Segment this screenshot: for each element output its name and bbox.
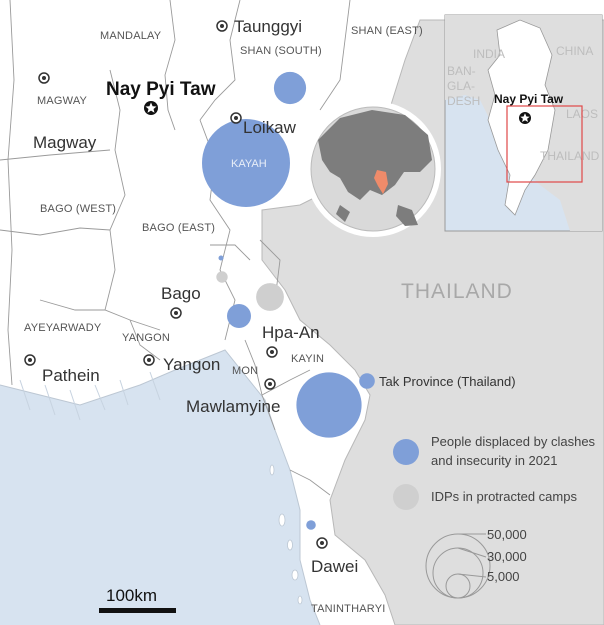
- bubble-displaced-8: [306, 520, 316, 530]
- region-mandalay: MANDALAY: [100, 30, 162, 42]
- bubble-protracted-3: [216, 271, 228, 283]
- bubble-displaced-5: [227, 304, 251, 328]
- city-hpa-an: Hpa-An: [262, 323, 320, 342]
- city-magway: Magway: [33, 133, 97, 152]
- capital-label: Nay Pyi Taw: [106, 79, 216, 100]
- region-mon: MON: [232, 365, 258, 377]
- city-marker-bago: [170, 307, 182, 319]
- city-taunggyi: Taunggyi: [234, 17, 302, 36]
- inset-bangladesh-label-2: GLA-: [447, 79, 475, 93]
- bubble-displaced-2: [218, 255, 224, 261]
- legend-size-5000: 5,000: [487, 569, 520, 584]
- legend: People displaced by clashes and insecuri…: [393, 434, 596, 599]
- bubble-layer: [202, 71, 375, 530]
- legend-size-50000: 50,000: [487, 527, 527, 542]
- bubble-displaced-1: [202, 119, 290, 207]
- region-bago-west: BAGO (WEST): [40, 203, 116, 215]
- city-marker-mawlamyine: [264, 378, 276, 390]
- inset-map: INDIA CHINA BAN- GLA- DESH LAOS THAILAND…: [444, 14, 603, 232]
- capital-star-icon: [144, 101, 158, 115]
- city-marker-dawei: [316, 537, 328, 549]
- city-marker-pathein: [24, 354, 36, 366]
- region-tanintharyi: TANINTHARYI: [311, 603, 386, 615]
- city-pathein: Pathein: [42, 366, 100, 385]
- city-bago: Bago: [161, 284, 201, 303]
- city-marker-magway: [38, 72, 50, 84]
- globe-locator: [305, 101, 441, 237]
- city-yangon: Yangon: [163, 355, 220, 374]
- bubble-displaced-7: [359, 373, 375, 389]
- region-bago-east: BAGO (EAST): [142, 222, 215, 234]
- city-loikaw: Loikaw: [243, 118, 297, 137]
- bubble-displaced-6: [296, 372, 362, 438]
- legend-size-30000: 30,000: [487, 549, 527, 564]
- scale-bar-line: [99, 608, 176, 613]
- scale-bar: 100km: [99, 586, 176, 613]
- region-borders: [0, 0, 351, 496]
- region-shan-east: SHAN (EAST): [351, 25, 423, 37]
- legend-protracted-text: IDPs in protracted camps: [431, 489, 577, 504]
- inset-bangladesh-label-3: DESH: [447, 94, 480, 108]
- inset-capital-star-icon: [519, 112, 531, 124]
- city-mawlamyine: Mawlamyine: [186, 397, 280, 416]
- bubble-displaced-0: [273, 71, 307, 105]
- thailand-label: THAILAND: [401, 280, 513, 303]
- region-yangon: YANGON: [122, 332, 170, 344]
- coastline: [0, 349, 321, 625]
- region-magway: MAGWAY: [37, 95, 88, 107]
- inset-china-label: CHINA: [556, 44, 593, 58]
- legend-displaced-swatch: [393, 439, 419, 465]
- inset-bangladesh-label-1: BAN-: [447, 64, 476, 78]
- delta-rivers: [19, 371, 161, 421]
- region-ayeyarwady: AYEYARWADY: [24, 322, 102, 334]
- legend-displaced-line1: People displaced by clashes: [431, 434, 596, 449]
- region-shan-south: SHAN (SOUTH): [240, 45, 322, 57]
- inset-capital-label: Nay Pyi Taw: [494, 92, 564, 106]
- scale-label: 100km: [106, 586, 157, 605]
- city-dawei: Dawei: [311, 557, 358, 576]
- inset-extent-box: [506, 105, 583, 183]
- city-marker-loikaw: [230, 112, 242, 124]
- tak-province-label: Tak Province (Thailand): [379, 374, 516, 389]
- inset-india-label: INDIA: [473, 47, 505, 61]
- city-marker-taunggyi: [216, 20, 228, 32]
- inset-thailand-label: THAILAND: [540, 149, 600, 163]
- bubble-protracted-4: [256, 283, 284, 311]
- city-marker-yangon: [143, 354, 155, 366]
- legend-protracted-swatch: [393, 484, 419, 510]
- islands: [269, 464, 303, 605]
- legend-displaced-line2: and insecurity in 2021: [431, 453, 557, 468]
- city-markers: [24, 20, 328, 549]
- legend-size-circles: [425, 533, 491, 599]
- region-kayin: KAYIN: [291, 353, 324, 365]
- city-marker-hpa-an: [266, 346, 278, 358]
- region-kayah: KAYAH: [231, 158, 267, 170]
